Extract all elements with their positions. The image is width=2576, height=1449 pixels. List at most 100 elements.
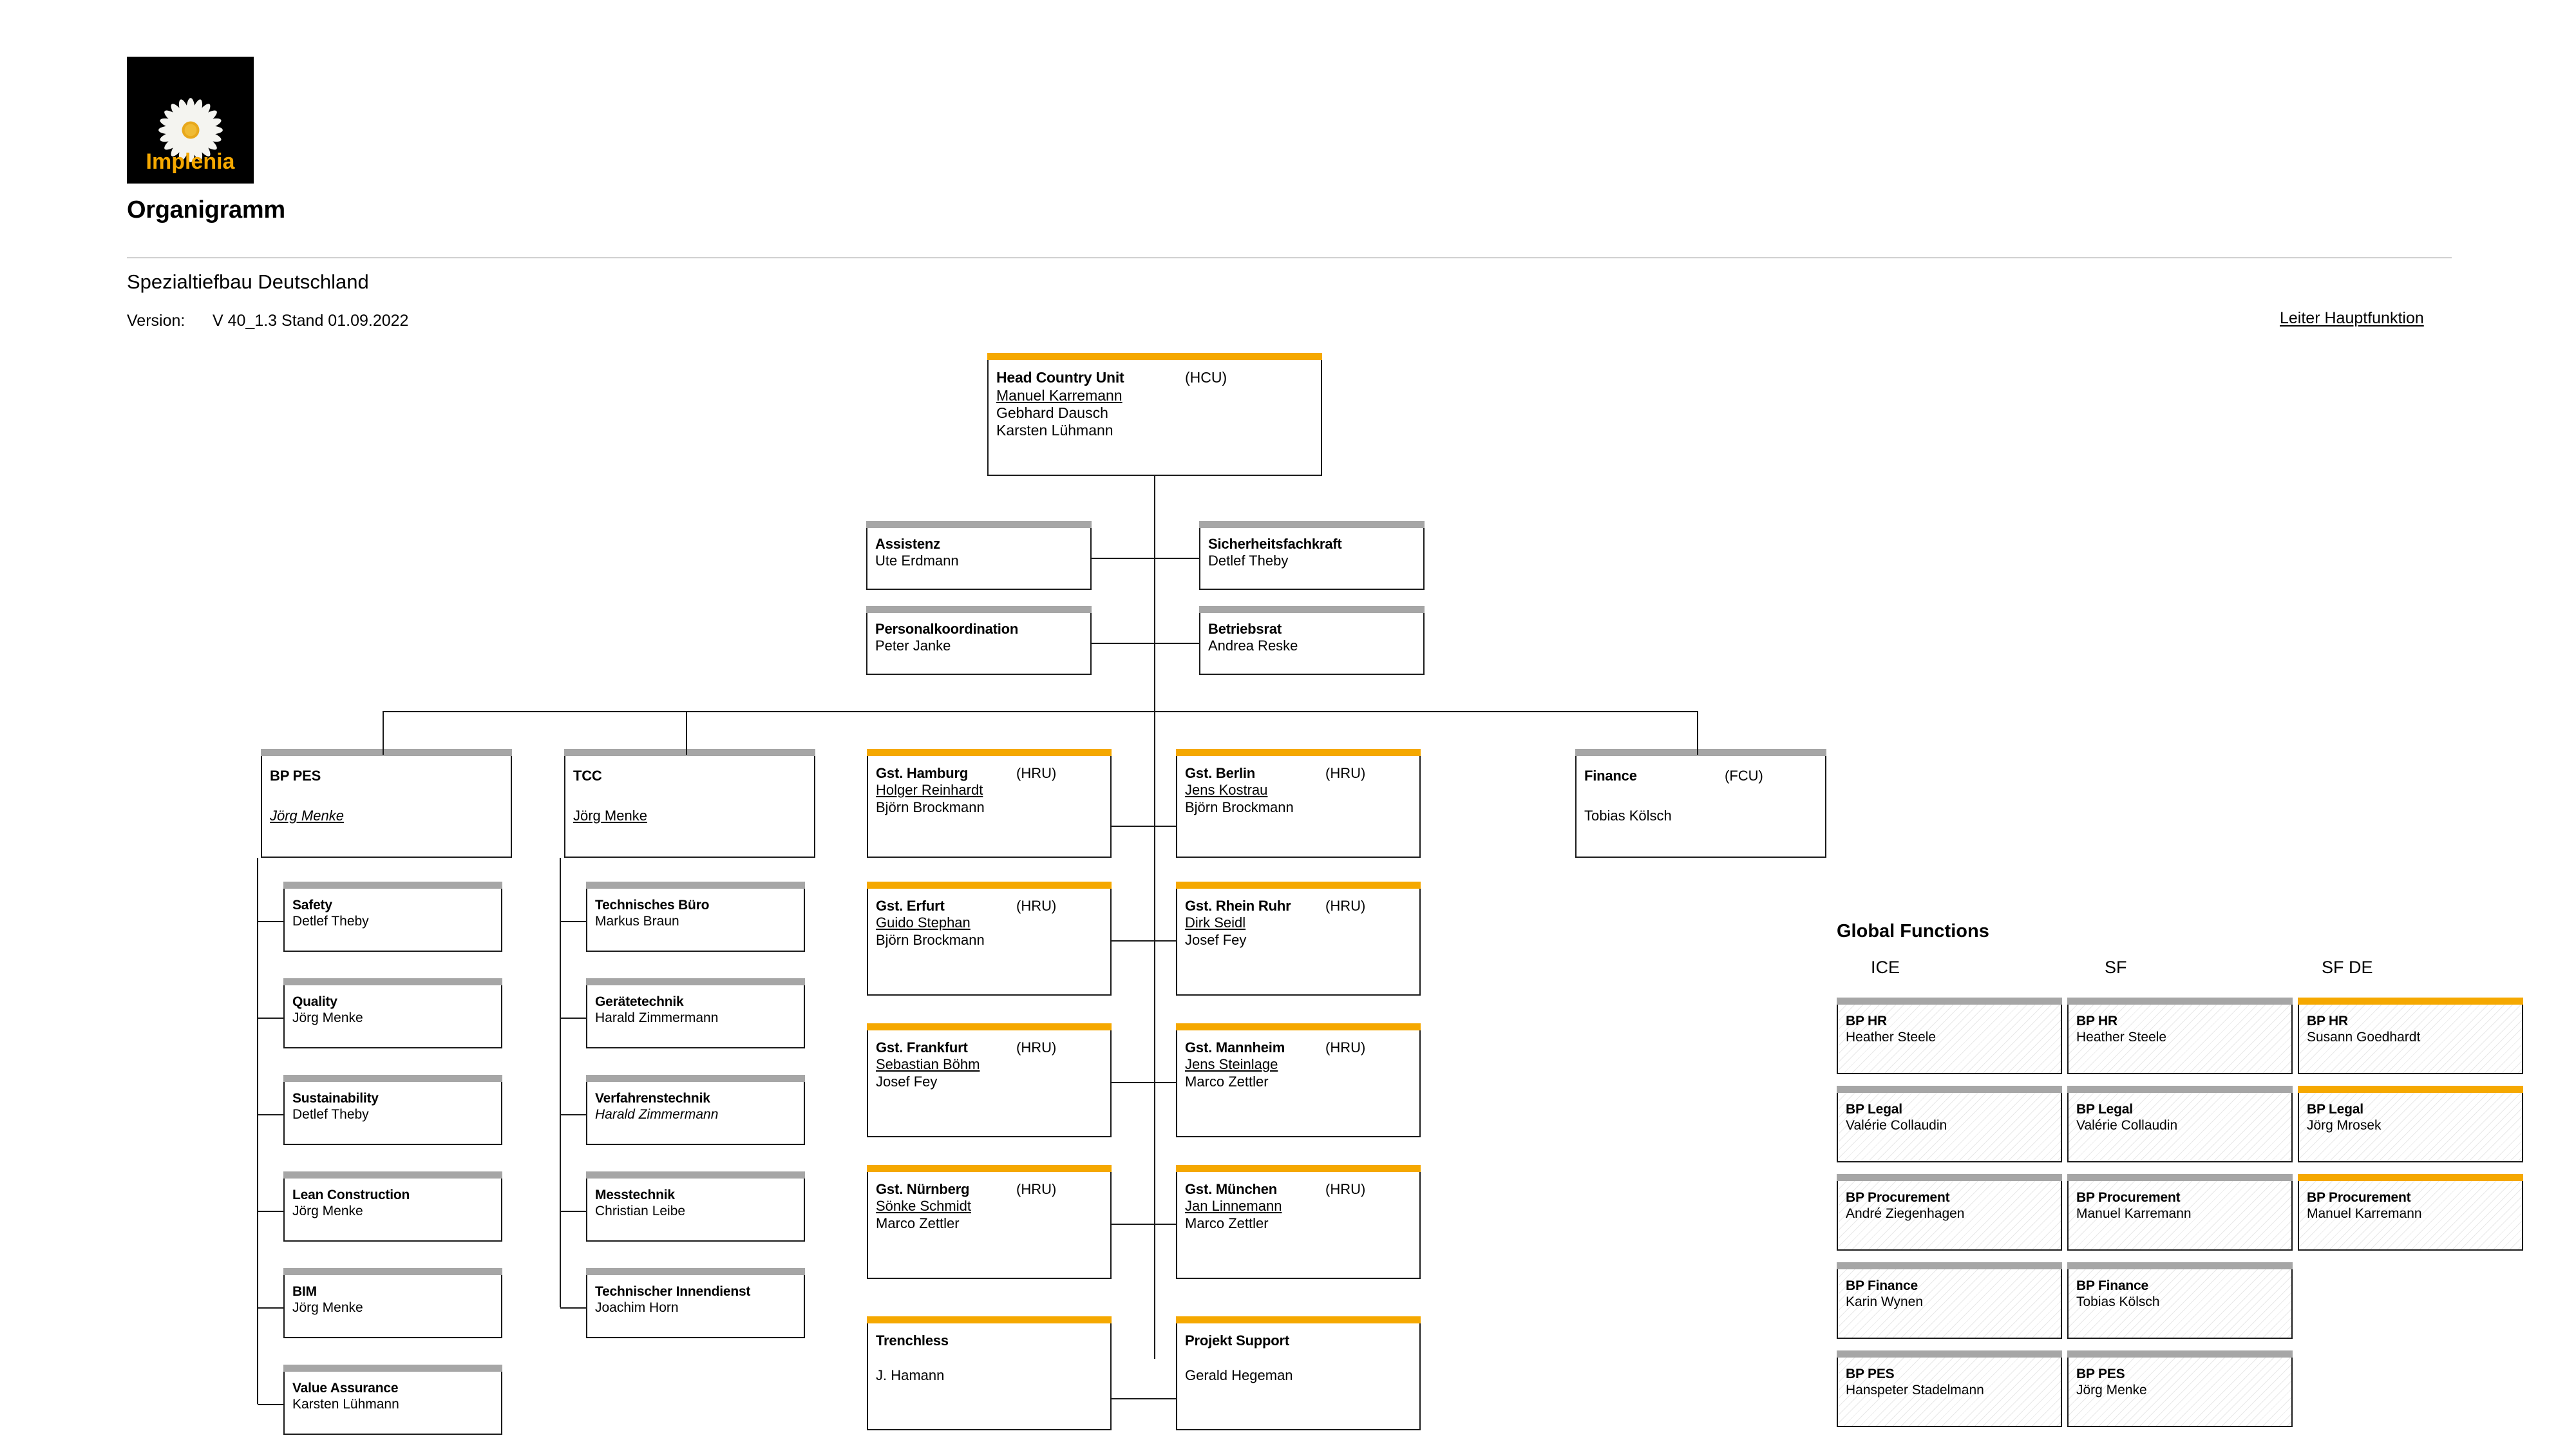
staff-connector [1155, 558, 1199, 559]
tcc-stub [560, 1018, 586, 1019]
bppes-stub [258, 921, 283, 922]
grey-cap-bar [586, 882, 805, 889]
version-value: V 40_1.3 Stand 01.09.2022 [213, 312, 409, 330]
root-box-head-country-unit[interactable]: Head Country Unit(HCU)Manuel Karremann G… [987, 353, 1322, 476]
box-person: Jens Kostrau [1185, 782, 1268, 798]
global-functions-title: Global Functions [1837, 921, 1989, 942]
subtitle: Spezialtiefbau Deutschland [127, 270, 369, 293]
gst-connector [1155, 826, 1176, 827]
box-person: Jan Linnemann [1185, 1198, 1282, 1214]
gf-title-cell: BP PES [2076, 1367, 2125, 1381]
orange-cap-bar [1176, 1316, 1421, 1323]
division-title: Gst. Berlin [1185, 765, 1256, 781]
box-person: Harald Zimmermann [595, 1107, 719, 1122]
box-person: Detlef Theby [292, 1107, 369, 1122]
box-person: Ute Erdmann [875, 553, 959, 569]
box-person: Markus Braun [595, 914, 679, 929]
staff-connector [1092, 643, 1155, 644]
staff-title: Assistenz [875, 536, 940, 552]
box-person: Josef Fey [876, 1074, 938, 1090]
box-code: (HRU) [1325, 765, 1366, 781]
division-title: Finance [1584, 768, 1637, 784]
division-drop [383, 711, 384, 755]
gst-connector [1155, 1224, 1176, 1225]
grey-cap-bar [1837, 1350, 2062, 1358]
gst-connector [1155, 1398, 1176, 1399]
grey-cap-bar [1575, 749, 1826, 756]
legend-leader-hauptfunktion: Leiter Hauptfunktion [2280, 309, 2424, 327]
box-person: Marco Zettler [876, 1215, 960, 1231]
grey-cap-bar [564, 749, 815, 756]
orange-cap-bar [2298, 998, 2523, 1005]
orange-cap-bar [867, 882, 1112, 889]
grey-cap-bar [2067, 998, 2293, 1005]
bppes-stub [258, 1404, 283, 1405]
division-box-finance[interactable]: Finance(FCU)Tobias Kölsch [1575, 749, 1826, 858]
box-person: Jörg Menke [292, 1010, 363, 1025]
box-person: Jörg Menke [292, 1300, 363, 1315]
box-person: Heather Steele [1846, 1030, 1937, 1045]
version-label: Version: [127, 312, 185, 330]
box-code: (HRU) [1016, 1181, 1057, 1197]
grey-cap-bar [1199, 606, 1425, 613]
division-drop [686, 711, 687, 755]
division-drop [1697, 711, 1698, 755]
tcc-stub [560, 1114, 586, 1115]
grey-cap-bar [2067, 1174, 2293, 1181]
staff-title: Sicherheitsfachkraft [1208, 536, 1342, 552]
grey-cap-bar [1837, 1086, 2062, 1093]
box-code: (HRU) [1016, 898, 1057, 914]
division-bus-bar [383, 711, 1698, 712]
division-title: Gst. Hamburg [876, 765, 969, 781]
gst-connector [1112, 1398, 1155, 1399]
gst-title: Trenchless [876, 1332, 949, 1349]
gf-title-cell: BP Procurement [2076, 1190, 2181, 1205]
tcc-rail [560, 858, 561, 1307]
box-person: Marco Zettler [1185, 1074, 1269, 1090]
gf-title-cell: BP Finance [1846, 1278, 1918, 1293]
gf-title-cell: BP HR [2307, 1014, 2348, 1028]
staff-title: Personalkoordination [875, 621, 1019, 637]
